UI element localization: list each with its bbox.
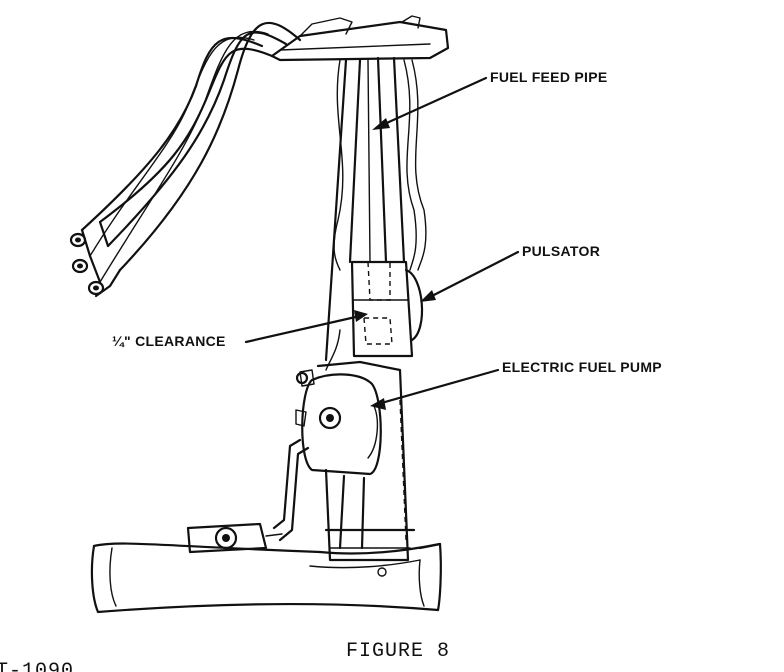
mounting-flange: [270, 15, 450, 62]
leader-clearance: [244, 310, 368, 344]
label-clearance: ¼" CLEARANCE: [112, 333, 226, 349]
pump-body: [295, 360, 416, 562]
leader-electric-fuel-pump: [370, 368, 500, 410]
corner-code: T-1090: [0, 660, 74, 672]
feed-pipe-assembly: [324, 56, 427, 362]
outlet-tubes: [69, 21, 302, 298]
figure-caption: FIGURE 8: [346, 640, 450, 663]
leader-fuel-feed-pipe: [372, 76, 488, 130]
label-electric-fuel-pump: ELECTRIC FUEL PUMP: [502, 359, 662, 375]
label-pulsator: PULSATOR: [522, 243, 600, 259]
label-fuel-feed-pipe: FUEL FEED PIPE: [490, 69, 608, 85]
sock-line: [186, 438, 310, 554]
pulsator-body: [325, 260, 424, 371]
strainer-base: [90, 542, 442, 614]
leader-pulsator: [420, 250, 520, 302]
